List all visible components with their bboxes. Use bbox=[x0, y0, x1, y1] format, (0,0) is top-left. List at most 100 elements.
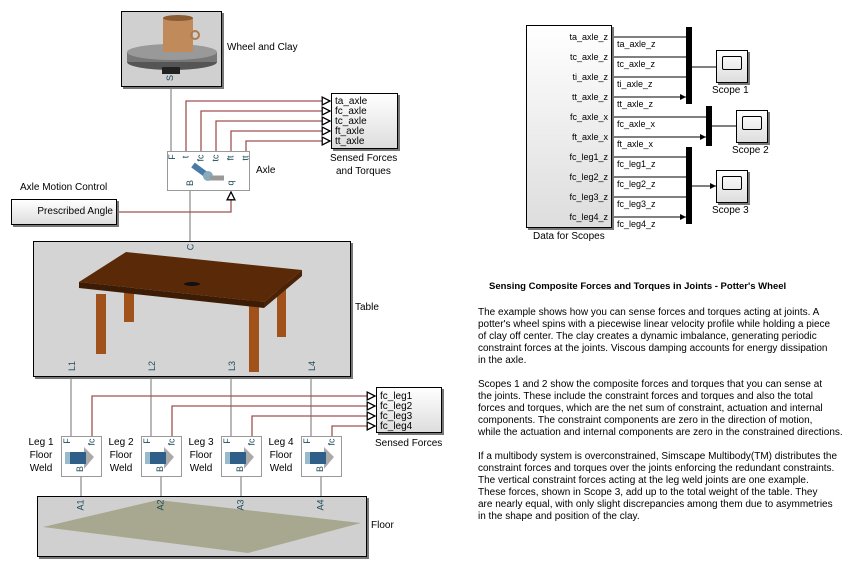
table-icon bbox=[79, 252, 302, 372]
mux-3[interactable] bbox=[686, 147, 692, 224]
sensed-forces-block[interactable]: fc_leg1 fc_leg2 fc_leg3 fc_leg4 bbox=[376, 387, 442, 433]
port-l2: L2 bbox=[147, 360, 158, 372]
port-q: q bbox=[225, 180, 236, 186]
sensed-forces-torques-block[interactable]: ta_axle fc_axle tc_axle ft_axle tt_axle bbox=[331, 93, 398, 149]
scope-3[interactable] bbox=[716, 170, 748, 203]
output-port-label: fc_leg2_z bbox=[569, 172, 608, 182]
description-line: are nearly equal, with only slight discr… bbox=[478, 499, 833, 510]
port-a4: A4 bbox=[315, 499, 326, 511]
sensed-forces-label: Sensed Forces bbox=[375, 438, 443, 449]
description-line: while the actuation and internal compone… bbox=[478, 427, 843, 438]
input-label: fc_axle bbox=[335, 106, 367, 117]
table-weld-connections bbox=[70, 376, 312, 436]
input-label: fc_leg3 bbox=[380, 411, 413, 422]
weld-label: Floor bbox=[109, 450, 133, 461]
wheel-and-clay-block[interactable]: S bbox=[121, 11, 222, 87]
port-b: B bbox=[185, 179, 196, 187]
scope-screen-icon bbox=[742, 116, 762, 130]
table-block[interactable]: C L1 L2 L3 L4 bbox=[33, 241, 351, 377]
axle-joint-block[interactable]: F t fc tc ft tt B q bbox=[167, 151, 251, 191]
output-port-label: fc_leg1_z bbox=[569, 152, 608, 162]
description-line: of clay off center. The clay creates a d… bbox=[478, 331, 817, 342]
port-fc: fc bbox=[326, 438, 337, 446]
floor-icon bbox=[43, 500, 361, 553]
signal-prescribed-angle bbox=[116, 192, 231, 213]
mux-2[interactable] bbox=[706, 106, 712, 146]
port-a3: A3 bbox=[235, 499, 246, 511]
mux-outputs bbox=[692, 66, 736, 186]
signal-fc-axle bbox=[200, 111, 330, 152]
port-s: S bbox=[165, 74, 176, 82]
signal-fc-leg1 bbox=[91, 396, 375, 436]
output-port-label: tt_axle_z bbox=[571, 92, 608, 102]
mux2-inputs bbox=[611, 116, 706, 137]
mux-1[interactable] bbox=[686, 27, 692, 104]
weld-joint-icon bbox=[305, 447, 334, 469]
output-port-label: tc_axle_z bbox=[569, 52, 608, 62]
sensed-ft-label-2: and Torques bbox=[336, 166, 391, 177]
wheel-and-clay-icon bbox=[127, 15, 217, 74]
output-port-label: ft_axle_x bbox=[571, 132, 608, 142]
description-line: constraint forces and torques over the j… bbox=[478, 463, 835, 474]
input-label: fc_leg1 bbox=[380, 391, 413, 402]
weld-joint-icon bbox=[145, 447, 174, 469]
weld-label: Leg 1 bbox=[28, 437, 54, 448]
port-fc: fc bbox=[246, 438, 257, 446]
weld-label: Floor bbox=[189, 450, 213, 461]
input-label: ta_axle bbox=[335, 96, 368, 107]
port-a1: A1 bbox=[75, 499, 86, 511]
scope-screen-icon bbox=[722, 56, 742, 70]
prescribed-angle-block[interactable]: Prescribed Angle bbox=[11, 199, 117, 225]
port-b: B bbox=[235, 465, 246, 473]
port-f: F bbox=[301, 438, 312, 444]
axle-motion-control-label: Axle Motion Control bbox=[20, 182, 108, 193]
port-a2: A2 bbox=[155, 499, 166, 511]
mux1-inputs bbox=[611, 36, 686, 97]
description-line: in the axle. bbox=[478, 355, 527, 366]
description-line: the joints. These include the constraint… bbox=[478, 391, 814, 402]
signal-label: ta_axle_z bbox=[617, 39, 656, 49]
description-line: The vertical constraint forces acting at… bbox=[478, 475, 809, 486]
floor-label: Floor bbox=[371, 520, 394, 531]
description-line: constraint forces at the joints. Viscous… bbox=[478, 343, 828, 354]
description-line: components. The constraint components ar… bbox=[478, 415, 813, 426]
weld-floor-connections bbox=[80, 476, 322, 496]
weld-label: Leg 4 bbox=[268, 437, 294, 448]
signal-label: tt_axle_z bbox=[617, 99, 654, 109]
signal-label: fc_axle_x bbox=[617, 119, 656, 129]
scope-3-label: Scope 3 bbox=[712, 205, 749, 216]
port-f: F bbox=[61, 438, 72, 444]
floor-block[interactable]: A1 A2 A3 A4 bbox=[37, 496, 367, 557]
weld-label: Weld bbox=[109, 463, 133, 474]
port-l4: L4 bbox=[307, 360, 318, 372]
port-l1: L1 bbox=[67, 360, 78, 372]
signal-label: fc_leg3_z bbox=[617, 199, 656, 209]
weld-joint-icon bbox=[65, 447, 94, 469]
weld-label: Weld bbox=[29, 463, 53, 474]
scope-screen-icon bbox=[722, 176, 742, 190]
signal-fc-leg4 bbox=[331, 426, 375, 436]
signal-ta-axle bbox=[185, 101, 330, 152]
scope-1-label: Scope 1 bbox=[712, 85, 749, 96]
output-port-label: ti_axle_z bbox=[572, 72, 608, 82]
signal-label: fc_leg2_z bbox=[617, 179, 656, 189]
wheel-label: Wheel and Clay bbox=[227, 42, 298, 53]
output-port-label: fc_axle_x bbox=[569, 112, 608, 122]
input-label: tt_axle bbox=[335, 136, 365, 147]
scope-2[interactable] bbox=[736, 110, 768, 143]
input-label: fc_leg2 bbox=[380, 401, 413, 412]
signal-tt-axle bbox=[245, 141, 330, 152]
mux3-inputs bbox=[611, 156, 686, 217]
signal-ft-axle bbox=[230, 131, 330, 152]
signal-tc-axle bbox=[215, 121, 330, 152]
output-port-label: fc_leg4_z bbox=[569, 212, 608, 222]
description-line: If a multibody system is overconstrained… bbox=[478, 451, 838, 462]
data-for-scopes-label: Data for Scopes bbox=[533, 231, 605, 242]
output-port-label: fc_leg3_z bbox=[569, 192, 608, 202]
scope-1[interactable] bbox=[716, 50, 748, 83]
